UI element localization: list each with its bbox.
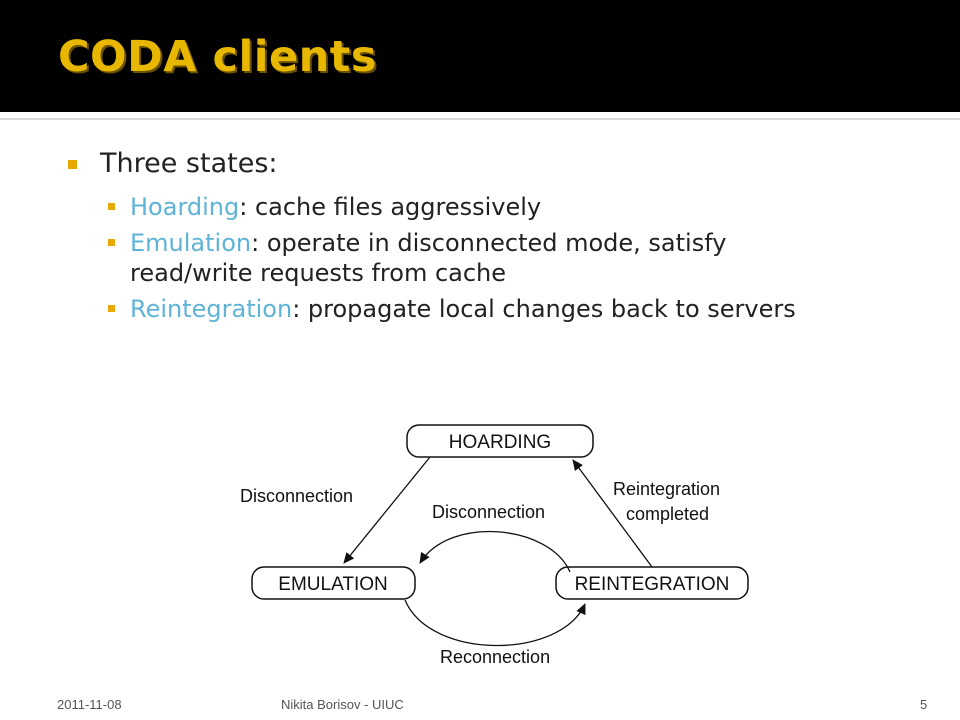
state-hoarding-label: HOARDING <box>449 432 551 453</box>
term-reintegration: Reintegration <box>130 295 293 323</box>
bullet-square-icon <box>108 203 115 210</box>
state-hoarding: HOARDING <box>406 424 594 458</box>
slide-title: CODA clients <box>58 32 377 82</box>
edge-label-reconnection: Reconnection <box>440 647 550 667</box>
edge-label-disconnection-middle: Disconnection <box>432 502 545 522</box>
title-divider <box>0 118 960 120</box>
term-hoarding: Hoarding <box>130 193 240 221</box>
edge-reintegration-to-emulation <box>419 530 571 573</box>
term-emulation: Emulation <box>130 229 252 257</box>
bullet-square-icon <box>108 239 115 246</box>
edge-label-reintegration-completed-1: Reintegration <box>613 479 720 499</box>
description-hoarding: : cache files aggressively <box>239 193 542 221</box>
edge-label-reintegration-completed-2: completed <box>626 504 709 524</box>
sub-bullet-reintegration: Reintegration: propagate local changes b… <box>108 294 848 324</box>
footer-page-number: 5 <box>920 697 928 712</box>
state-reintegration: REINTEGRATION <box>555 566 749 600</box>
state-emulation-label: EMULATION <box>278 574 387 595</box>
edge-label-disconnection-left: Disconnection <box>240 486 353 506</box>
main-bullet-text: Three states: <box>100 148 278 179</box>
edge-emulation-to-reintegration <box>404 599 586 647</box>
footer-author: Nikita Borisov - UIUC <box>281 697 404 712</box>
edge-hoarding-to-emulation <box>343 456 431 564</box>
description-reintegration: : propagate local changes back to server… <box>292 295 796 323</box>
footer-date: 2011-11-08 <box>57 697 122 712</box>
bullet-square-icon <box>68 160 77 169</box>
state-reintegration-label: REINTEGRATION <box>575 574 730 595</box>
edge-reintegration-to-hoarding <box>572 459 653 568</box>
state-diagram: HOARDING EMULATION REINTEGRATION Disconn… <box>240 424 749 667</box>
main-bullet: Three states: <box>68 148 278 179</box>
bullet-square-icon <box>108 305 115 312</box>
description-emulation: : operate in disconnected mode, satisfy … <box>130 229 727 287</box>
sub-bullet-emulation: Emulation: operate in disconnected mode,… <box>108 228 848 288</box>
sub-bullet-hoarding: Hoarding: cache files aggressively <box>108 192 848 222</box>
state-emulation: EMULATION <box>251 566 416 600</box>
sub-bullet-list: Hoarding: cache files aggressively Emula… <box>108 192 848 330</box>
title-bar: CODA clients <box>0 0 960 112</box>
